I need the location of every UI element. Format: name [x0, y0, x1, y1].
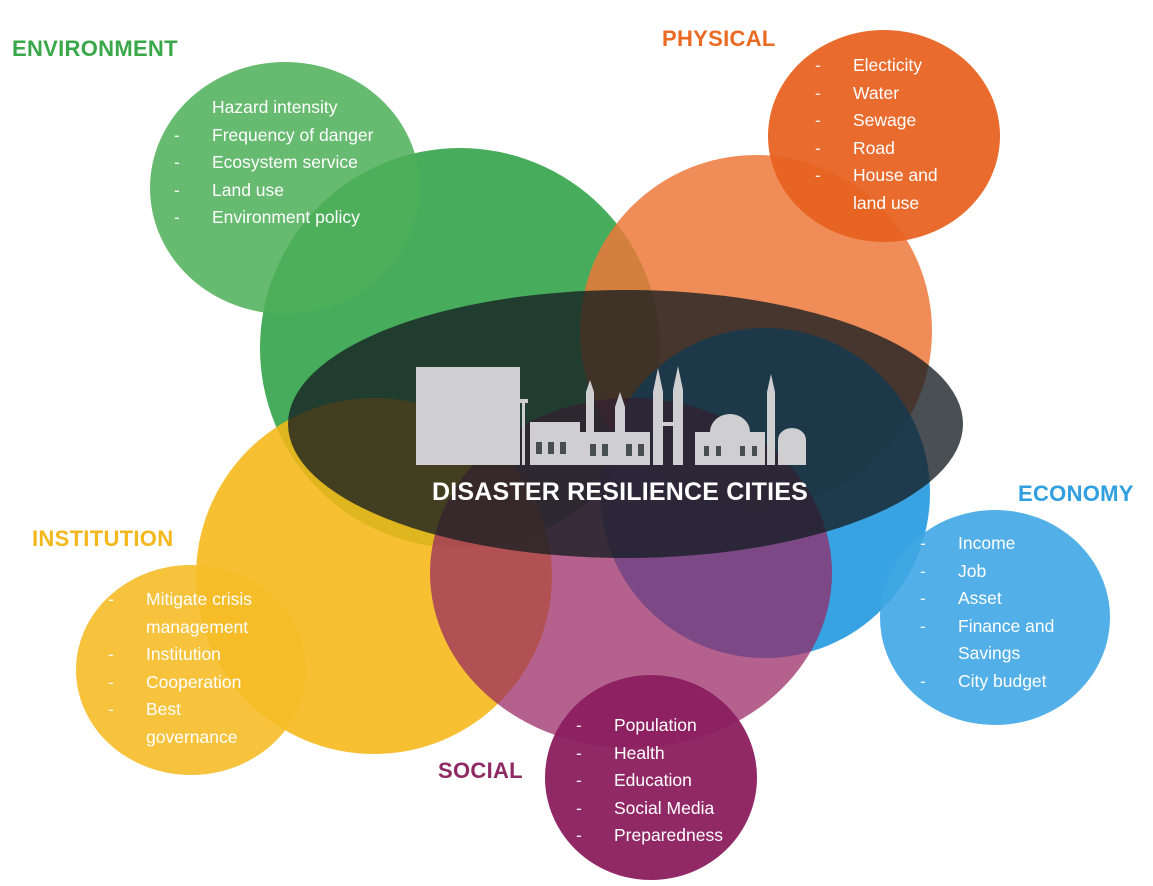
- list-item: -Social Media: [576, 797, 715, 818]
- economy-small-circle: [880, 510, 1110, 725]
- list-item: -Institution: [108, 644, 221, 664]
- environment-small-circle: [150, 62, 420, 314]
- center-ellipse: [288, 290, 963, 558]
- list-item: -Best: [108, 699, 182, 719]
- social-title: SOCIAL: [438, 758, 523, 783]
- physical-title: PHYSICAL: [662, 26, 776, 51]
- list-item: -Job: [920, 560, 987, 581]
- list-item: -Asset: [920, 588, 1002, 608]
- list-item: Savings: [958, 643, 1021, 663]
- center-title: DISASTER RESILIENCE CITIES: [431, 478, 809, 506]
- list-item: -House and: [815, 165, 938, 185]
- list-item: -Land use: [174, 179, 285, 200]
- list-item: -Population: [576, 715, 697, 735]
- list-item: -Mitigate crisis: [108, 589, 252, 609]
- list-item: -Finance and: [920, 615, 1055, 636]
- list-item: -City budget: [920, 670, 1047, 691]
- list-item: -Cooperation: [108, 671, 242, 692]
- social-list: -Population -Health -Education -Social M…: [576, 712, 723, 850]
- city-skyline-icon: [416, 366, 806, 465]
- list-item: -Frequency of danger: [174, 124, 374, 145]
- list-item: management: [146, 616, 249, 637]
- list-item: land use: [853, 192, 920, 213]
- institution-list: -Mitigate crisis management -Institution…: [108, 586, 252, 751]
- list-item: -Hazard intensity: [174, 97, 338, 117]
- list-item: governance: [146, 726, 238, 747]
- social-small-circle: [545, 675, 757, 880]
- environment-list: -Hazard intensity -Frequency of danger -…: [174, 94, 374, 232]
- physical-list: -Electicity -Water -Sewage -Road -House …: [815, 52, 938, 217]
- list-item: -Ecosystem service: [174, 152, 358, 172]
- list-item: -Electicity: [815, 55, 923, 75]
- physical-small-circle: [768, 30, 1000, 242]
- list-item: -Water: [815, 82, 900, 103]
- economy-title: ECONOMY: [1018, 481, 1134, 506]
- list-item: -Health: [576, 742, 665, 763]
- list-item: -Income: [920, 533, 1016, 553]
- list-item: -Preparedness: [576, 825, 723, 845]
- institution-small-circle: [76, 565, 306, 775]
- list-item: -Road: [815, 137, 895, 158]
- environment-title: ENVIRONMENT: [12, 36, 178, 61]
- list-item: -Education: [576, 770, 692, 790]
- economy-list: -Income -Job -Asset -Finance and Savings…: [920, 530, 1054, 695]
- institution-title: INSTITUTION: [32, 526, 174, 551]
- list-item: -Sewage: [815, 110, 917, 130]
- list-item: -Environment policy: [174, 207, 360, 227]
